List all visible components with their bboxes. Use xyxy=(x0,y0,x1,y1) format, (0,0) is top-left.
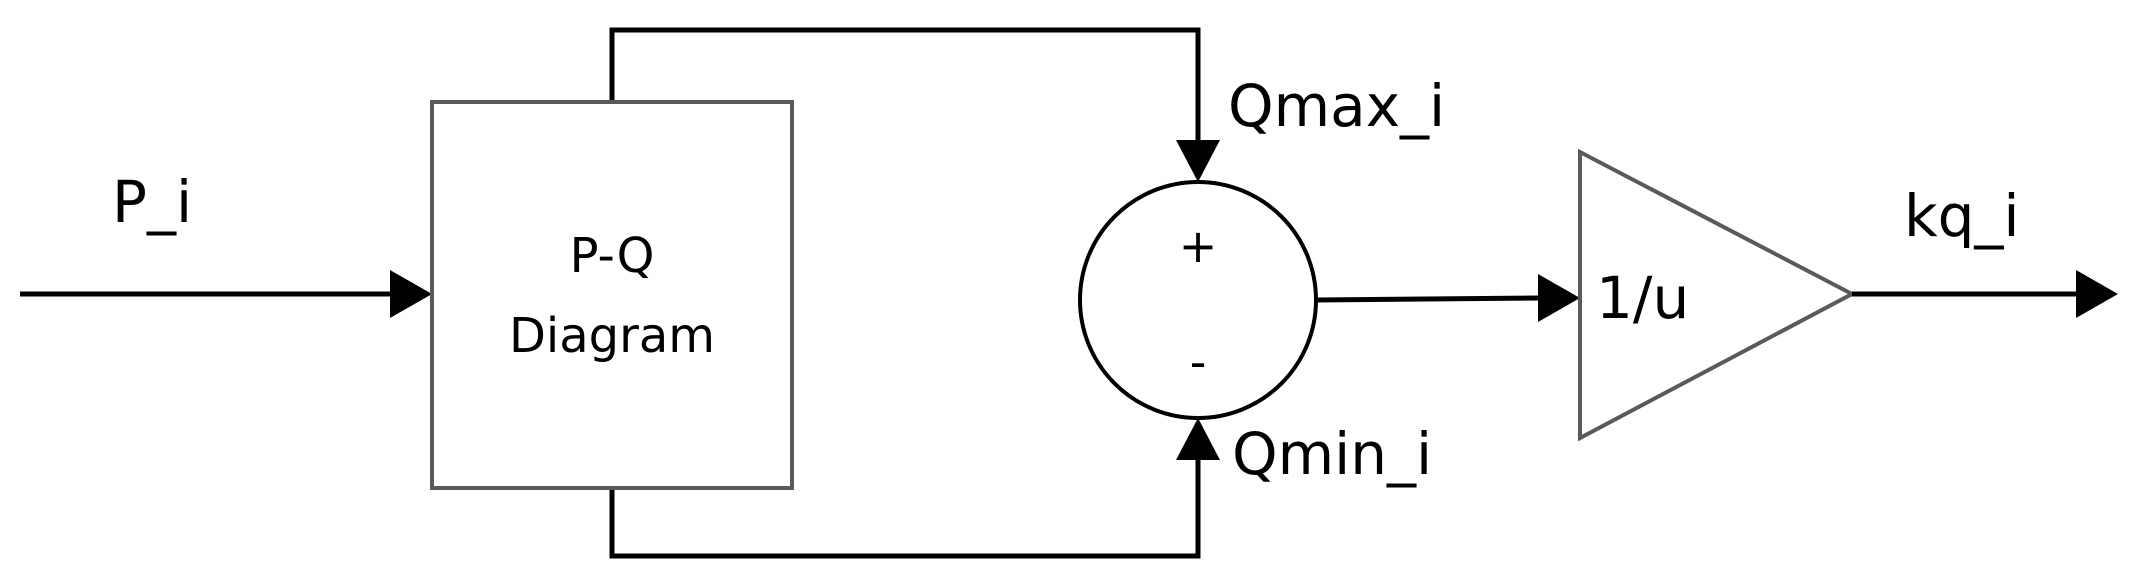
sum-output-arrowhead xyxy=(1538,274,1580,322)
output-arrowhead xyxy=(2076,270,2118,318)
qmax-wire xyxy=(609,27,1201,142)
pq-block-label-line2: Diagram xyxy=(509,308,715,364)
input-signal-label: P_i xyxy=(112,168,192,236)
pq-diagram-block xyxy=(430,100,794,490)
qmin-arrowhead xyxy=(1176,418,1220,460)
gain-block-label: 1/u xyxy=(1596,264,1689,332)
output-signal-label: kq_i xyxy=(1904,182,2020,250)
qmax-signal-label: Qmax_i xyxy=(1228,72,1445,140)
gain-block xyxy=(1578,148,1857,442)
pq-block-label-line1: P-Q xyxy=(570,228,655,284)
qmin-wire xyxy=(609,456,1201,559)
qmin-signal-label: Qmin_i xyxy=(1232,420,1432,488)
qmax-arrowhead xyxy=(1176,140,1220,182)
sum-output-wire xyxy=(1315,295,1541,303)
input-arrowhead xyxy=(390,270,432,318)
minus-sign: - xyxy=(1190,335,1207,389)
plus-sign: + xyxy=(1179,219,1218,273)
